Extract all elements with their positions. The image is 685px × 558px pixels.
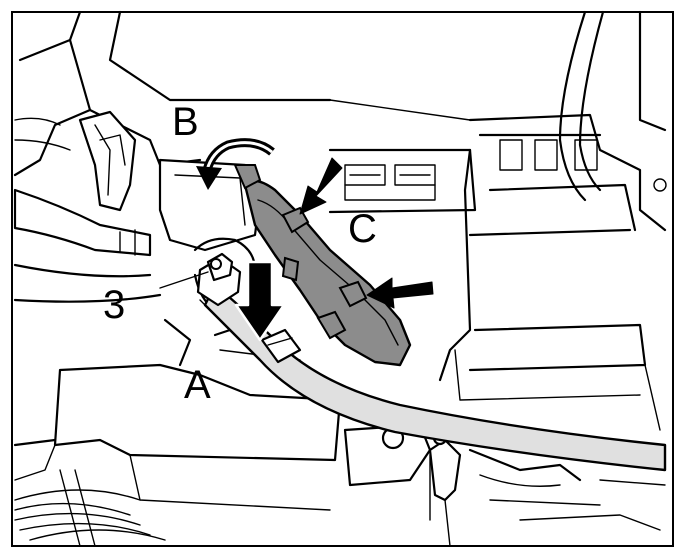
push-arrow-icon-upper bbox=[299, 157, 343, 215]
battery-cable bbox=[196, 252, 667, 472]
callout-b: B bbox=[172, 100, 199, 144]
down-arrow-icon bbox=[234, 260, 286, 342]
callout-c: C bbox=[348, 207, 377, 251]
callout-3: 3 bbox=[103, 283, 125, 327]
callout-3-leader bbox=[159, 271, 209, 289]
curved-arrow-icon bbox=[196, 138, 275, 190]
terminal-cover-c bbox=[233, 164, 412, 367]
push-arrow-icon-right bbox=[366, 277, 434, 309]
callout-a: A bbox=[184, 363, 211, 407]
